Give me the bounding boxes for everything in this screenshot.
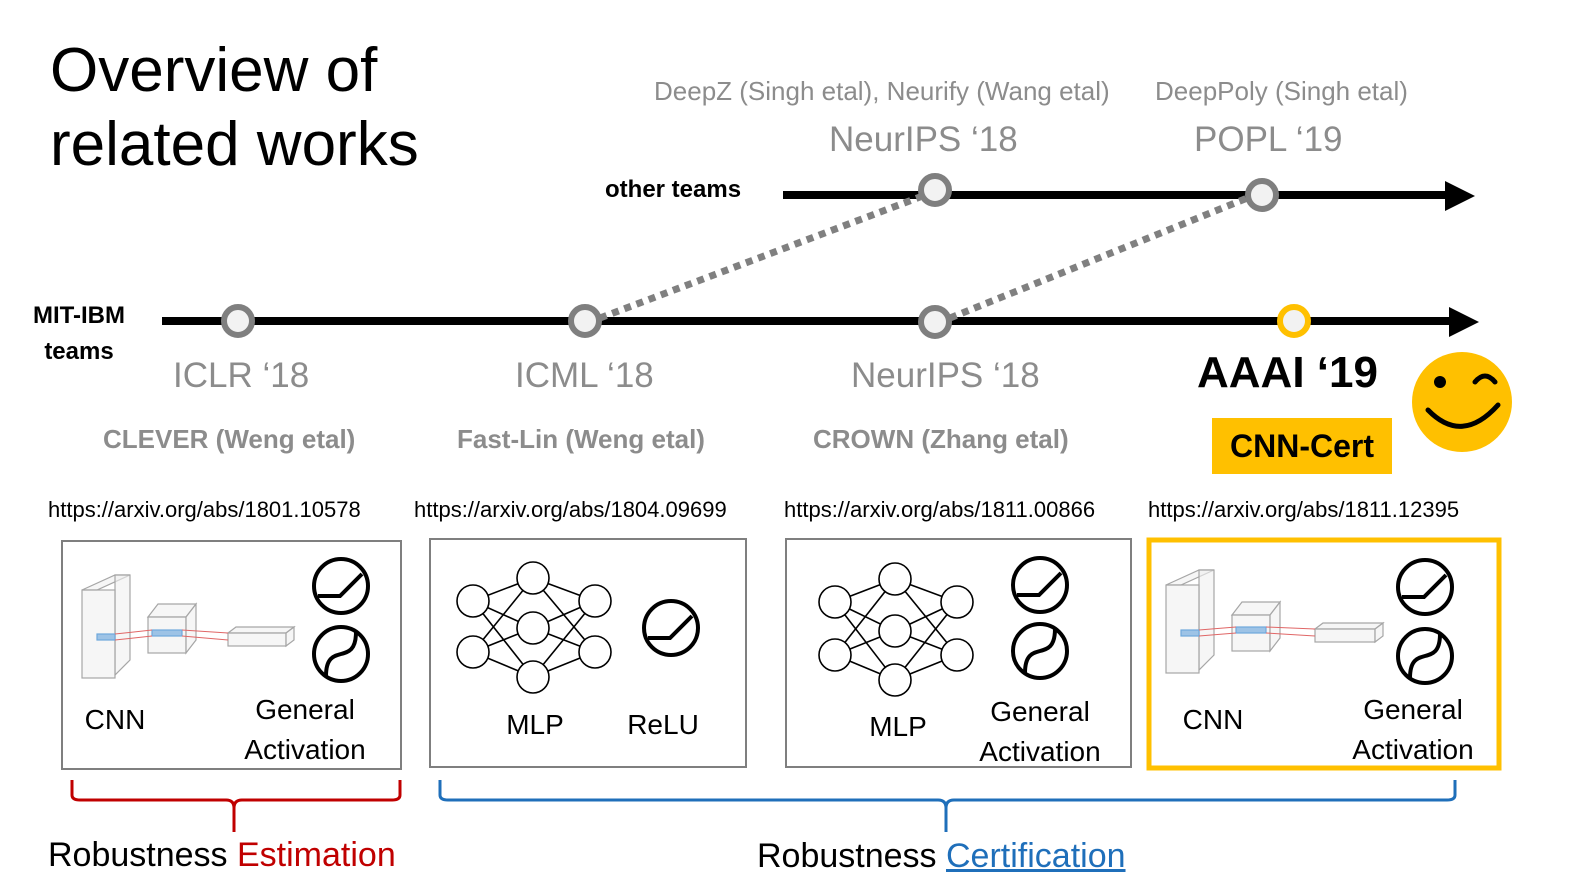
paper-crown: CROWN (Zhang etal) [813, 424, 1069, 454]
venue-iclr: ICLR ‘18 [173, 356, 310, 395]
brace-certification [438, 780, 1457, 832]
paper-clever: CLEVER (Weng etal) [103, 424, 356, 454]
url-link-2[interactable]: https://arxiv.org/abs/1804.09699 [414, 497, 727, 522]
sigmoid-icon [312, 625, 370, 683]
top-paper-refs-2: DeepPoly (Singh etal) [1155, 76, 1408, 106]
venue-aaai: AAAI ‘19 [1197, 348, 1378, 397]
mlp-diagram [456, 561, 612, 694]
box1-model-label: CNN [84, 704, 146, 735]
box-frame-2 [429, 538, 747, 768]
page-title: Overview of related works [50, 36, 419, 179]
url-link-3[interactable]: https://arxiv.org/abs/1811.00866 [784, 497, 1096, 522]
box3-model-label: MLP [869, 711, 927, 742]
certification-caption: Robustness Certification [757, 837, 1126, 876]
estimation-word: Estimation [237, 836, 396, 874]
milestone-popl [1245, 178, 1279, 212]
top-venue-popl: POPL ‘19 [1194, 120, 1343, 159]
sigmoid-icon [1011, 622, 1069, 680]
box1-activation-label: General Activation [244, 694, 366, 765]
mitibm-arrowhead [1449, 307, 1479, 337]
venue-icml: ICML ‘18 [515, 356, 654, 395]
link-neurips-popl [948, 193, 1252, 322]
venue-neurips: NeurIPS ‘18 [851, 356, 1040, 395]
estimation-caption: Robustness Estimation [48, 836, 396, 875]
relu-icon [312, 557, 370, 615]
box4-model-label: CNN [1182, 704, 1244, 735]
milestone-neurips [918, 305, 952, 339]
milestone-iclr [221, 304, 255, 338]
other-teams-arrowhead [1445, 181, 1475, 211]
brace-estimation [70, 780, 402, 832]
other-teams-label: other teams [605, 176, 742, 203]
smiley-wink-icon [1412, 352, 1512, 452]
paper-fastlin: Fast-Lin (Weng etal) [457, 424, 705, 454]
relu-icon [1396, 558, 1454, 616]
certification-prefix: Robustness [757, 837, 946, 875]
link-icml-neurips [598, 193, 922, 322]
box4-activation-label: General Activation [1352, 694, 1474, 765]
milestone-aaai [1277, 304, 1311, 338]
box2-activation-label: ReLU [627, 709, 699, 740]
certification-word[interactable]: Certification [946, 837, 1126, 875]
box2-model-label: MLP [506, 709, 564, 740]
mitibm-label: MIT-IBM teams [33, 302, 125, 365]
box-frame-1 [61, 540, 402, 770]
estimation-prefix: Robustness [48, 836, 237, 874]
paper-cnncert-badge: CNN-Cert [1212, 418, 1392, 474]
cnn-diagram [1165, 569, 1385, 674]
url-link-1[interactable]: https://arxiv.org/abs/1801.10578 [48, 497, 361, 522]
milestone-neurips-top [918, 173, 952, 207]
relu-icon [642, 599, 700, 657]
sigmoid-icon [1396, 627, 1454, 685]
url-link-4[interactable]: https://arxiv.org/abs/1811.12395 [1148, 497, 1460, 522]
top-venue-neurips: NeurIPS ‘18 [829, 120, 1018, 159]
mlp-diagram [818, 562, 974, 697]
milestone-icml [568, 304, 602, 338]
box3-activation-label: General Activation [979, 696, 1101, 767]
box-frame-4 [1146, 537, 1502, 771]
cnn-diagram [81, 574, 296, 679]
box-frame-3 [785, 538, 1132, 768]
top-paper-refs-1: DeepZ (Singh etal), Neurify (Wang etal) [654, 76, 1110, 106]
relu-icon [1011, 556, 1069, 614]
